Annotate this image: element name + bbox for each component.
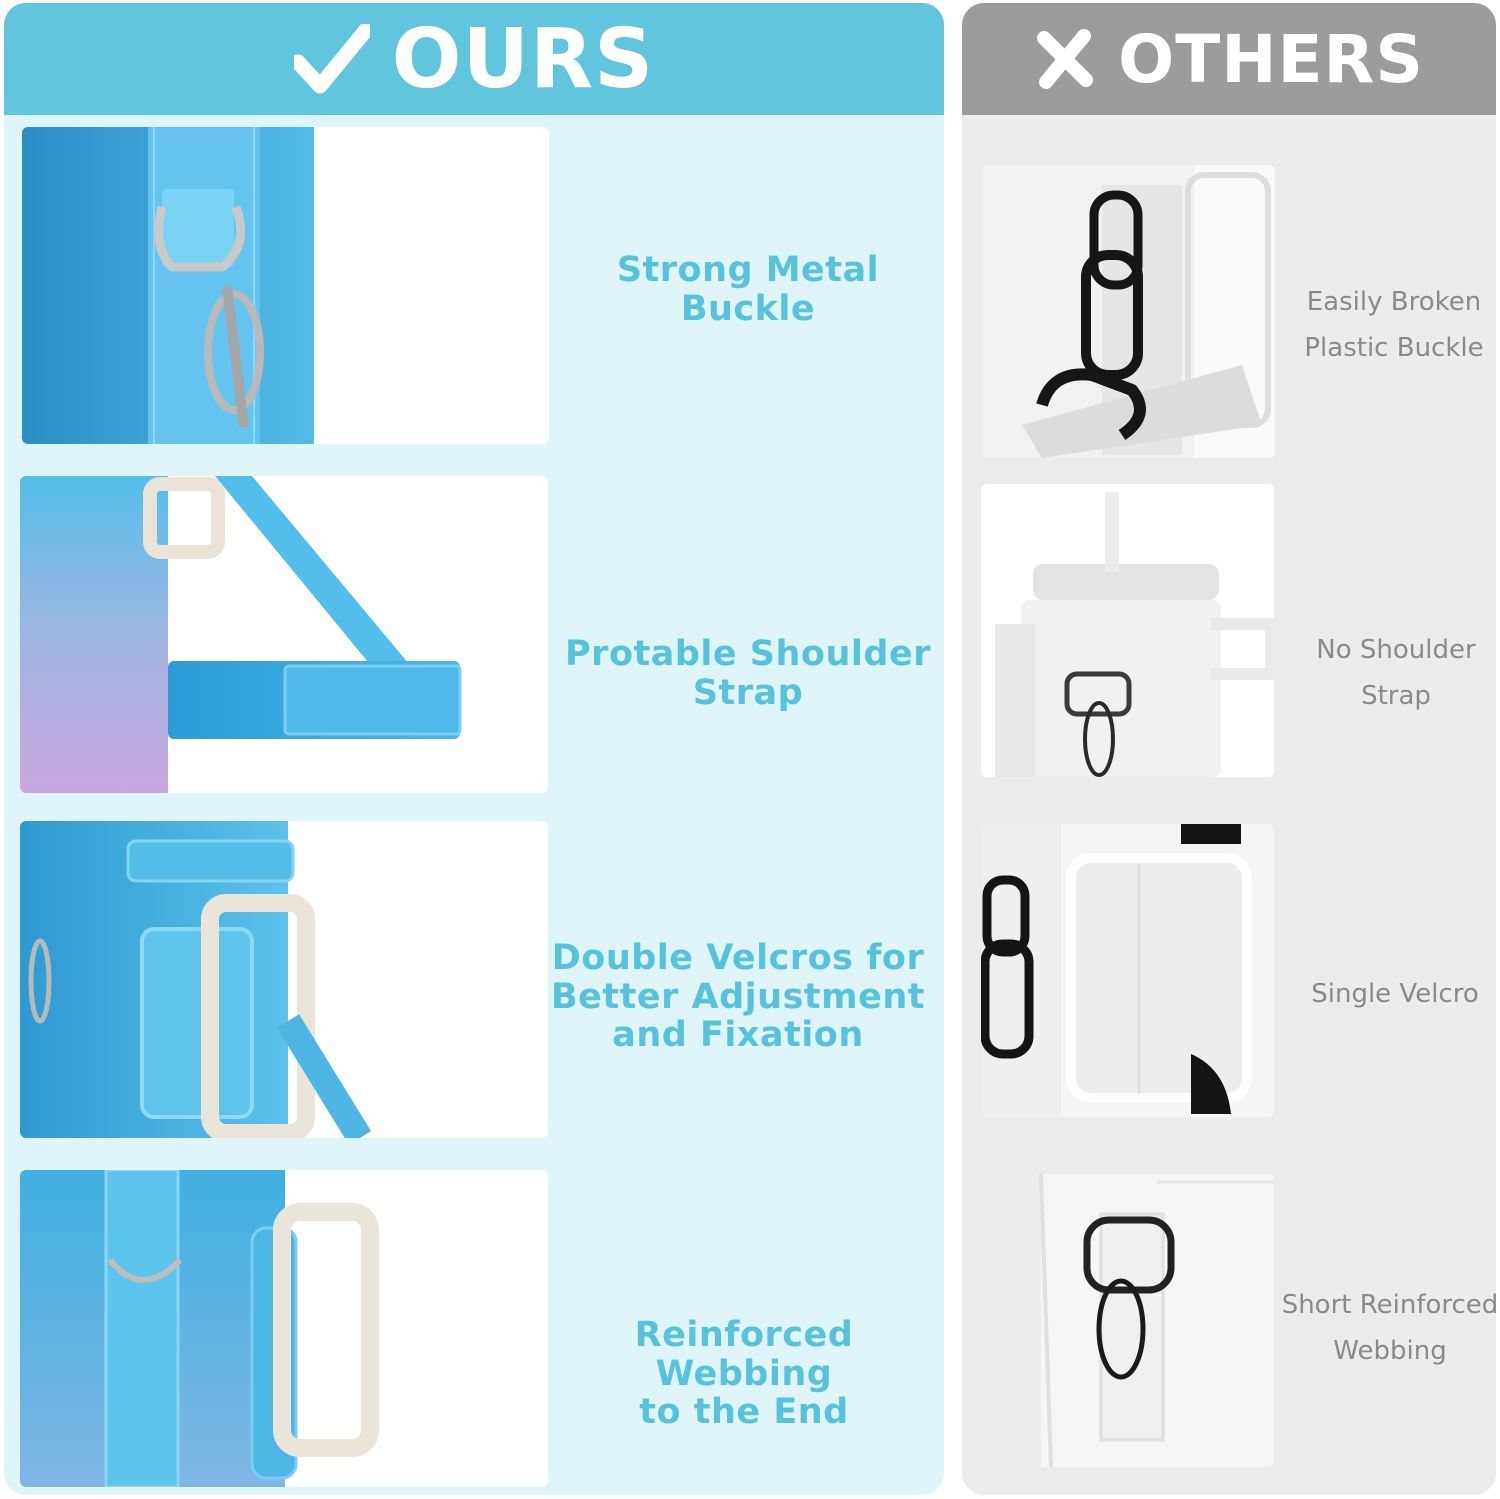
others-feature-2: No Shoulder Strap: [1272, 627, 1496, 719]
others-feature-2-line-1: No Shoulder: [1316, 635, 1476, 665]
ours-feature-2-line-2: Strap: [692, 672, 804, 713]
ours-feature-3: Double Velcros for Better Adjustment and…: [542, 939, 934, 1055]
others-feature-2-line-2: Strap: [1361, 681, 1431, 711]
others-feature-1: Easily Broken Plastic Buckle: [1272, 279, 1496, 371]
ours-panel: OURS Strong Metal Buckle: [4, 3, 944, 1495]
others-header: OTHERS: [962, 3, 1496, 115]
check-icon: [293, 24, 370, 94]
others-feature-4: Short Reinforced Webbing: [1270, 1282, 1496, 1374]
ours-image-double-velcros: [20, 821, 548, 1138]
others-feature-3-line-1: Single Velcro: [1311, 979, 1479, 1009]
ours-feature-2-line-1: Protable Shoulder: [565, 634, 931, 674]
others-panel: OTHERS Easily Broken Plastic Buckle: [962, 3, 1496, 1495]
ours-feature-1: Strong Metal Buckle: [552, 251, 944, 328]
ours-header: OURS: [4, 3, 944, 115]
ours-feature-4-line-2: to the End: [639, 1392, 849, 1432]
cross-icon: [1037, 29, 1094, 89]
ours-feature-4: Reinforced Webbing to the End: [548, 1316, 940, 1432]
ours-image-reinforced-webbing: [20, 1170, 548, 1487]
ours-feature-4-line-1: Reinforced Webbing: [634, 1315, 854, 1394]
ours-feature-3-line-1: Double Velcros for: [551, 938, 925, 978]
others-title: OTHERS: [1118, 20, 1424, 98]
ours-feature-1-line-1: Strong Metal Buckle: [616, 250, 880, 329]
others-feature-3: Single Velcro: [1272, 971, 1496, 1017]
ours-title: OURS: [391, 11, 655, 107]
ours-image-metal-buckle: [22, 127, 549, 444]
others-feature-1-line-2: Plastic Buckle: [1304, 333, 1484, 363]
others-image-single-velcro: [981, 824, 1274, 1117]
others-image-short-webbing: [981, 1174, 1274, 1467]
ours-feature-3-line-3: and Fixation: [612, 1015, 864, 1055]
others-feature-4-line-1: Short Reinforced: [1281, 1290, 1496, 1320]
others-image-no-strap: [981, 484, 1274, 777]
others-feature-1-line-1: Easily Broken: [1306, 287, 1482, 317]
others-feature-4-line-2: Webbing: [1333, 1336, 1447, 1366]
ours-feature-2: Protable Shoulder Strap: [552, 635, 944, 712]
others-image-plastic-buckle: [982, 165, 1275, 458]
ours-image-shoulder-strap: [20, 476, 548, 793]
ours-feature-3-line-2: Better Adjustment: [550, 976, 926, 1017]
